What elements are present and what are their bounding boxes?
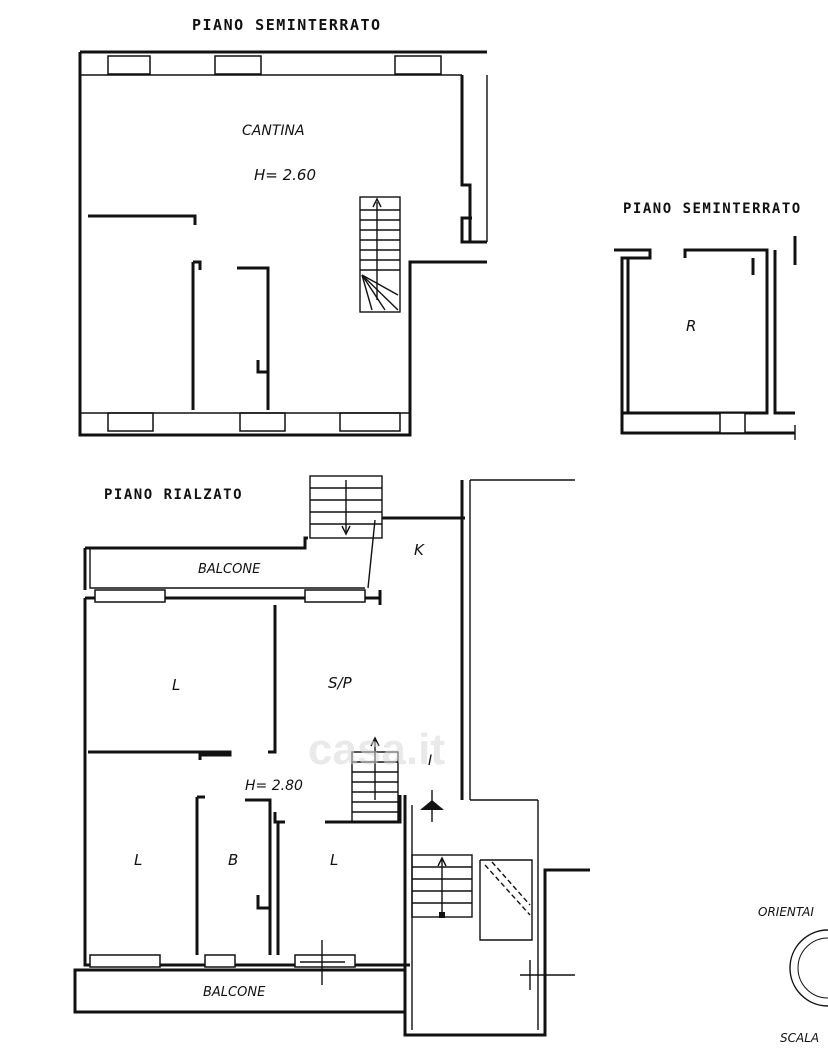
- balcony-bottom-label: BALCONE: [203, 985, 266, 1000]
- window: [719, 412, 746, 434]
- basement-right-title: PIANO SEMINTERRATO: [623, 201, 802, 217]
- room-bath: B: [228, 851, 238, 869]
- window: [94, 589, 166, 603]
- scale-label: SCALA: [780, 1031, 819, 1045]
- basement-right-plan: PIANO SEMINTERRATO R: [614, 201, 802, 440]
- partition: [237, 266, 270, 410]
- basement-left-right-wall: [460, 75, 472, 244]
- basement-stairs: [359, 196, 401, 313]
- entrance-marker: [420, 790, 444, 822]
- basement-right-wall: [614, 248, 795, 435]
- compass-icon: [789, 929, 828, 1007]
- window: [204, 954, 236, 968]
- door-swing: [367, 519, 376, 589]
- room-kitchen: K: [414, 541, 425, 559]
- basement-left-room-name: CANTINA: [242, 123, 305, 139]
- window: [339, 412, 401, 432]
- balcony-top: [85, 536, 308, 550]
- basement-left-title: PIANO SEMINTERRATO: [192, 16, 382, 34]
- orientation-label: ORIENTAI: [758, 905, 814, 919]
- watermark: casa.it: [308, 725, 445, 774]
- basement-left-height: H= 2.60: [254, 166, 316, 184]
- basement-right-room-code: R: [686, 317, 696, 335]
- common-stairs: [411, 854, 473, 918]
- balcony-top-label: BALCONE: [198, 562, 261, 577]
- stairwell-wall: [403, 795, 590, 1037]
- room-bedroom-left: L: [134, 851, 142, 869]
- window: [107, 412, 154, 432]
- partition: [88, 750, 232, 760]
- window: [89, 954, 161, 968]
- partition: [268, 605, 277, 754]
- interior-stairs: [351, 736, 399, 823]
- ground-floor-title: PIANO RIALZATO: [104, 487, 243, 503]
- basement-left-outer-wall: [78, 75, 487, 437]
- partition: [88, 214, 197, 225]
- room-bedroom-right: L: [330, 851, 338, 869]
- window: [394, 55, 442, 75]
- window: [294, 954, 356, 968]
- window: [239, 412, 286, 432]
- ground-floor-plan: PIANO RIALZATO BALCONE: [73, 475, 590, 1037]
- basement-left-plan: PIANO SEMINTERRATO: [78, 16, 488, 437]
- room-entrance: I: [428, 753, 432, 769]
- room-hall: S/P: [328, 674, 353, 692]
- room-living-top: L: [172, 676, 180, 694]
- entry-steps: [309, 475, 383, 539]
- window: [304, 589, 366, 603]
- ground-floor-height: H= 2.80: [245, 778, 303, 794]
- window: [107, 55, 151, 75]
- partition: [245, 798, 272, 955]
- orientation-legend: ORIENTAI SCALA: [758, 905, 828, 1045]
- window: [214, 55, 262, 75]
